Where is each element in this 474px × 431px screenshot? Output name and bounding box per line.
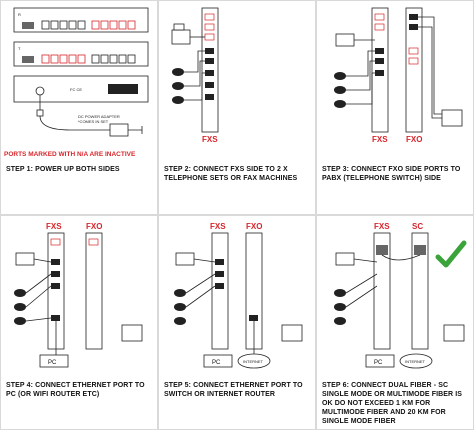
telephone-icons [334, 72, 346, 108]
fxo-unit [405, 7, 423, 133]
fxs-label: FXS [202, 135, 218, 144]
step-1-caption: STEP 1: POWER UP BOTH SIDES [6, 166, 120, 173]
power-cable [39, 115, 110, 131]
step-6-illustration: FXS SC PC INTERNET [316, 215, 474, 430]
pc-box [203, 354, 233, 368]
r-unit-ports [22, 20, 136, 30]
pc-box [39, 354, 69, 368]
inactive-ports-note: PORTS MARKED WITH N/A ARE INACTIVE [4, 151, 136, 158]
fiber-link [381, 254, 421, 261]
fax-machine-icon [171, 23, 191, 45]
step-3-panel: FXS FXO STEP 3: CONNECT FXO SIDE PORTS T… [316, 0, 474, 215]
pc-box [365, 354, 395, 368]
pabx-icon [121, 324, 143, 342]
telephone-icons [172, 68, 184, 104]
pc-label: PC [374, 360, 383, 366]
fax-machine-icon [15, 252, 35, 266]
internet-label: INTERNET [405, 359, 426, 364]
step-1-panel: R T [0, 0, 158, 215]
step-5-panel: FXS FXO PC INTERNET STEP 5: CONNECT ETHE… [158, 215, 316, 430]
unit-t-label: T [18, 46, 21, 51]
sc-connector-a [376, 245, 388, 255]
fxs-label: FXS [46, 222, 62, 231]
step-6-caption: STEP 6: CONNECT DUAL FIBER - SC SINGLE M… [322, 382, 463, 425]
unit-r-label: R [18, 12, 21, 17]
fxo-label: FXO [86, 222, 102, 231]
telephone-icons [14, 289, 26, 325]
step-1-illustration: R T [0, 0, 158, 215]
sc-label: SC [412, 222, 423, 231]
adapter-line-2: *COMES IN SET [78, 119, 109, 124]
check-mark-icon [435, 240, 467, 268]
step-2-caption: STEP 2: CONNECT FXS SIDE TO 2 X TELEPHON… [164, 166, 298, 182]
fxo-unit [85, 232, 103, 350]
pabx-icon [443, 324, 465, 342]
step-2-illustration: FXS [158, 0, 316, 215]
fxs-unit [373, 232, 391, 350]
fxs-label: FXS [210, 222, 226, 231]
fxs-label: FXS [374, 222, 390, 231]
pabx-icon [281, 324, 303, 342]
led-display [108, 84, 138, 94]
adapter-line-1: DC POWER ADAPTER [78, 114, 120, 119]
internet-cloud-icon [399, 353, 433, 369]
t-unit-ports [22, 54, 136, 64]
pc-label: PC [212, 360, 221, 366]
telephone-icons [174, 289, 186, 325]
fax-machine-icon [335, 33, 355, 47]
fxo-label: FXO [246, 222, 262, 231]
step-6-panel: FXS SC PC INTERNET STEP 6: CONNECT DUAL … [316, 215, 474, 430]
fax-machine-icon [175, 252, 195, 266]
step-5-caption: STEP 5: CONNECT ETHERNET PORT TO SWITCH … [164, 382, 303, 398]
step-4-panel: FXS FXO PC STEP 4: CONNECT ETHERNET PORT… [0, 215, 158, 430]
step-4-illustration: FXS FXO PC [0, 215, 158, 430]
step-3-caption: STEP 3: CONNECT FXO SIDE PORTS TO PABX (… [322, 166, 461, 182]
step-3-illustration: FXS FXO [316, 0, 474, 215]
plug-icon [128, 126, 143, 134]
step-4-caption: STEP 4: CONNECT ETHERNET PORT TO PC (OR … [6, 382, 145, 398]
fxo-label: FXO [406, 135, 422, 144]
pc-label: PC [48, 360, 57, 366]
fax-machine-icon [335, 252, 355, 266]
pabx-icon [441, 109, 463, 127]
sc-connector-b [414, 245, 426, 255]
cert-marks: FC CE [70, 87, 82, 92]
fxs-label: FXS [372, 135, 388, 144]
sc-unit [411, 232, 429, 350]
telephone-icons [334, 289, 346, 325]
fxs-unit [211, 232, 229, 350]
step-5-illustration: FXS FXO PC INTERNET [158, 215, 316, 430]
step-2-panel: FXS STEP 2: CONNECT FXS SIDE TO 2 X TELE… [158, 0, 316, 215]
internet-label: INTERNET [243, 359, 264, 364]
power-adapter-icon [109, 123, 129, 137]
